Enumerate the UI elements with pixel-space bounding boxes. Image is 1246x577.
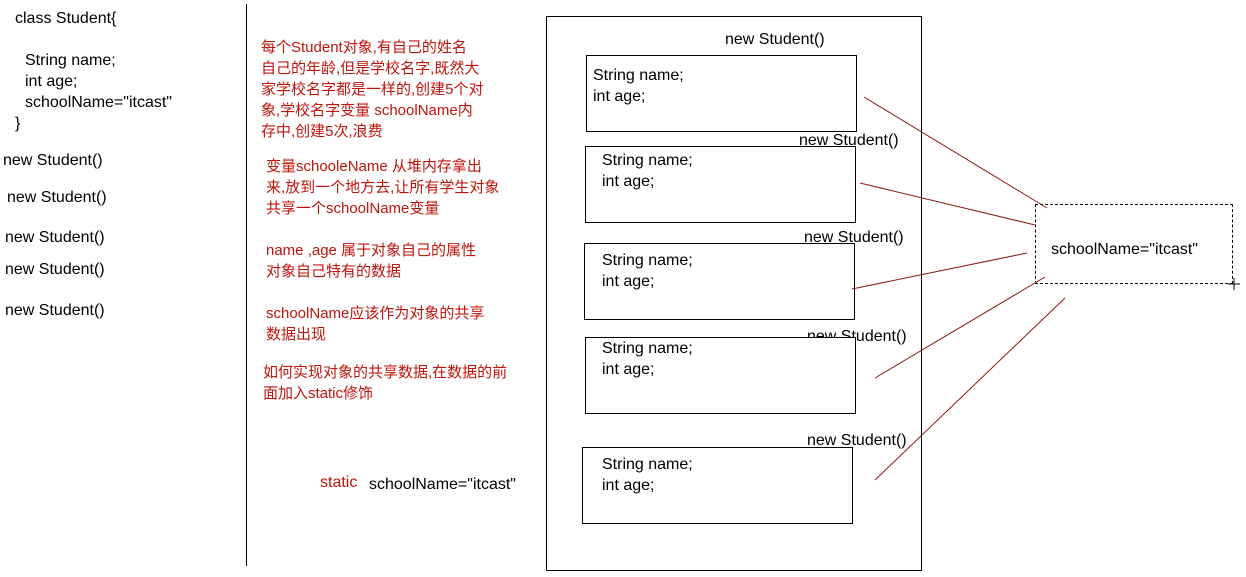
object-label-2: new Student() <box>799 132 899 149</box>
shared-static-box: schoolName="itcast" <box>1035 204 1233 284</box>
note-shared-data: schoolName应该作为对象的共享 数据出现 <box>266 305 485 343</box>
object-age-field: int age; <box>602 477 655 494</box>
new-student-call-4: new Student() <box>5 261 105 278</box>
note-memory-waste: 每个Student对象,有自己的姓名 自己的年龄,但是学校名字,既然大 家学校名… <box>261 39 484 140</box>
heap-memory-region <box>546 16 922 571</box>
new-student-call-2: new Student() <box>7 189 107 206</box>
object-age-field: int age; <box>602 173 655 190</box>
reference-line-1 <box>863 96 1048 209</box>
object-name-field: String name; <box>593 67 684 84</box>
field-name-declaration: String name; <box>25 52 116 69</box>
static-field: schoolName="itcast" <box>369 476 516 493</box>
object-label-1: new Student() <box>725 31 825 48</box>
object-name-field: String name; <box>602 152 693 169</box>
class-closing-brace: } <box>15 115 21 132</box>
object-age-field: int age; <box>602 273 655 290</box>
student-object-2: String name; int age; <box>585 146 856 223</box>
object-age-field: int age; <box>593 88 646 105</box>
field-age-declaration: int age; <box>25 73 78 90</box>
field-school-declaration: schoolName="itcast" <box>25 94 172 111</box>
student-object-4: String name; int age; <box>585 337 856 414</box>
reference-line-5 <box>874 297 1066 481</box>
new-student-call-3: new Student() <box>5 229 105 246</box>
static-keyword: static <box>320 474 358 491</box>
shared-school-name: schoolName="itcast" <box>1051 241 1198 258</box>
divider-line <box>246 4 247 566</box>
object-label-5: new Student() <box>807 432 907 449</box>
student-object-5: String name; int age; <box>582 447 853 524</box>
object-name-field: String name; <box>602 456 693 473</box>
object-age-field: int age; <box>602 361 655 378</box>
reference-line-2 <box>859 182 1036 226</box>
object-label-3: new Student() <box>804 229 904 246</box>
class-declaration: class Student{ <box>15 10 117 27</box>
new-student-call-1: new Student() <box>3 152 103 169</box>
note-static-modifier: 如何实现对象的共享数据,在数据的前 面加入static修饰 <box>263 364 508 402</box>
note-own-attributes: name ,age 属于对象自己的属性 对象自己特有的数据 <box>266 242 477 280</box>
reference-line-3 <box>851 252 1028 290</box>
student-object-1: String name; int age; <box>586 55 857 132</box>
reference-line-4 <box>874 276 1046 379</box>
object-name-field: String name; <box>602 252 693 269</box>
new-student-call-5: new Student() <box>5 302 105 319</box>
note-share-variable: 变量schooleName 从堆内存拿出 来,放到一个地方去,让所有学生对象 共… <box>266 158 500 217</box>
student-object-3: String name; int age; <box>584 243 855 320</box>
object-name-field: String name; <box>602 340 693 357</box>
